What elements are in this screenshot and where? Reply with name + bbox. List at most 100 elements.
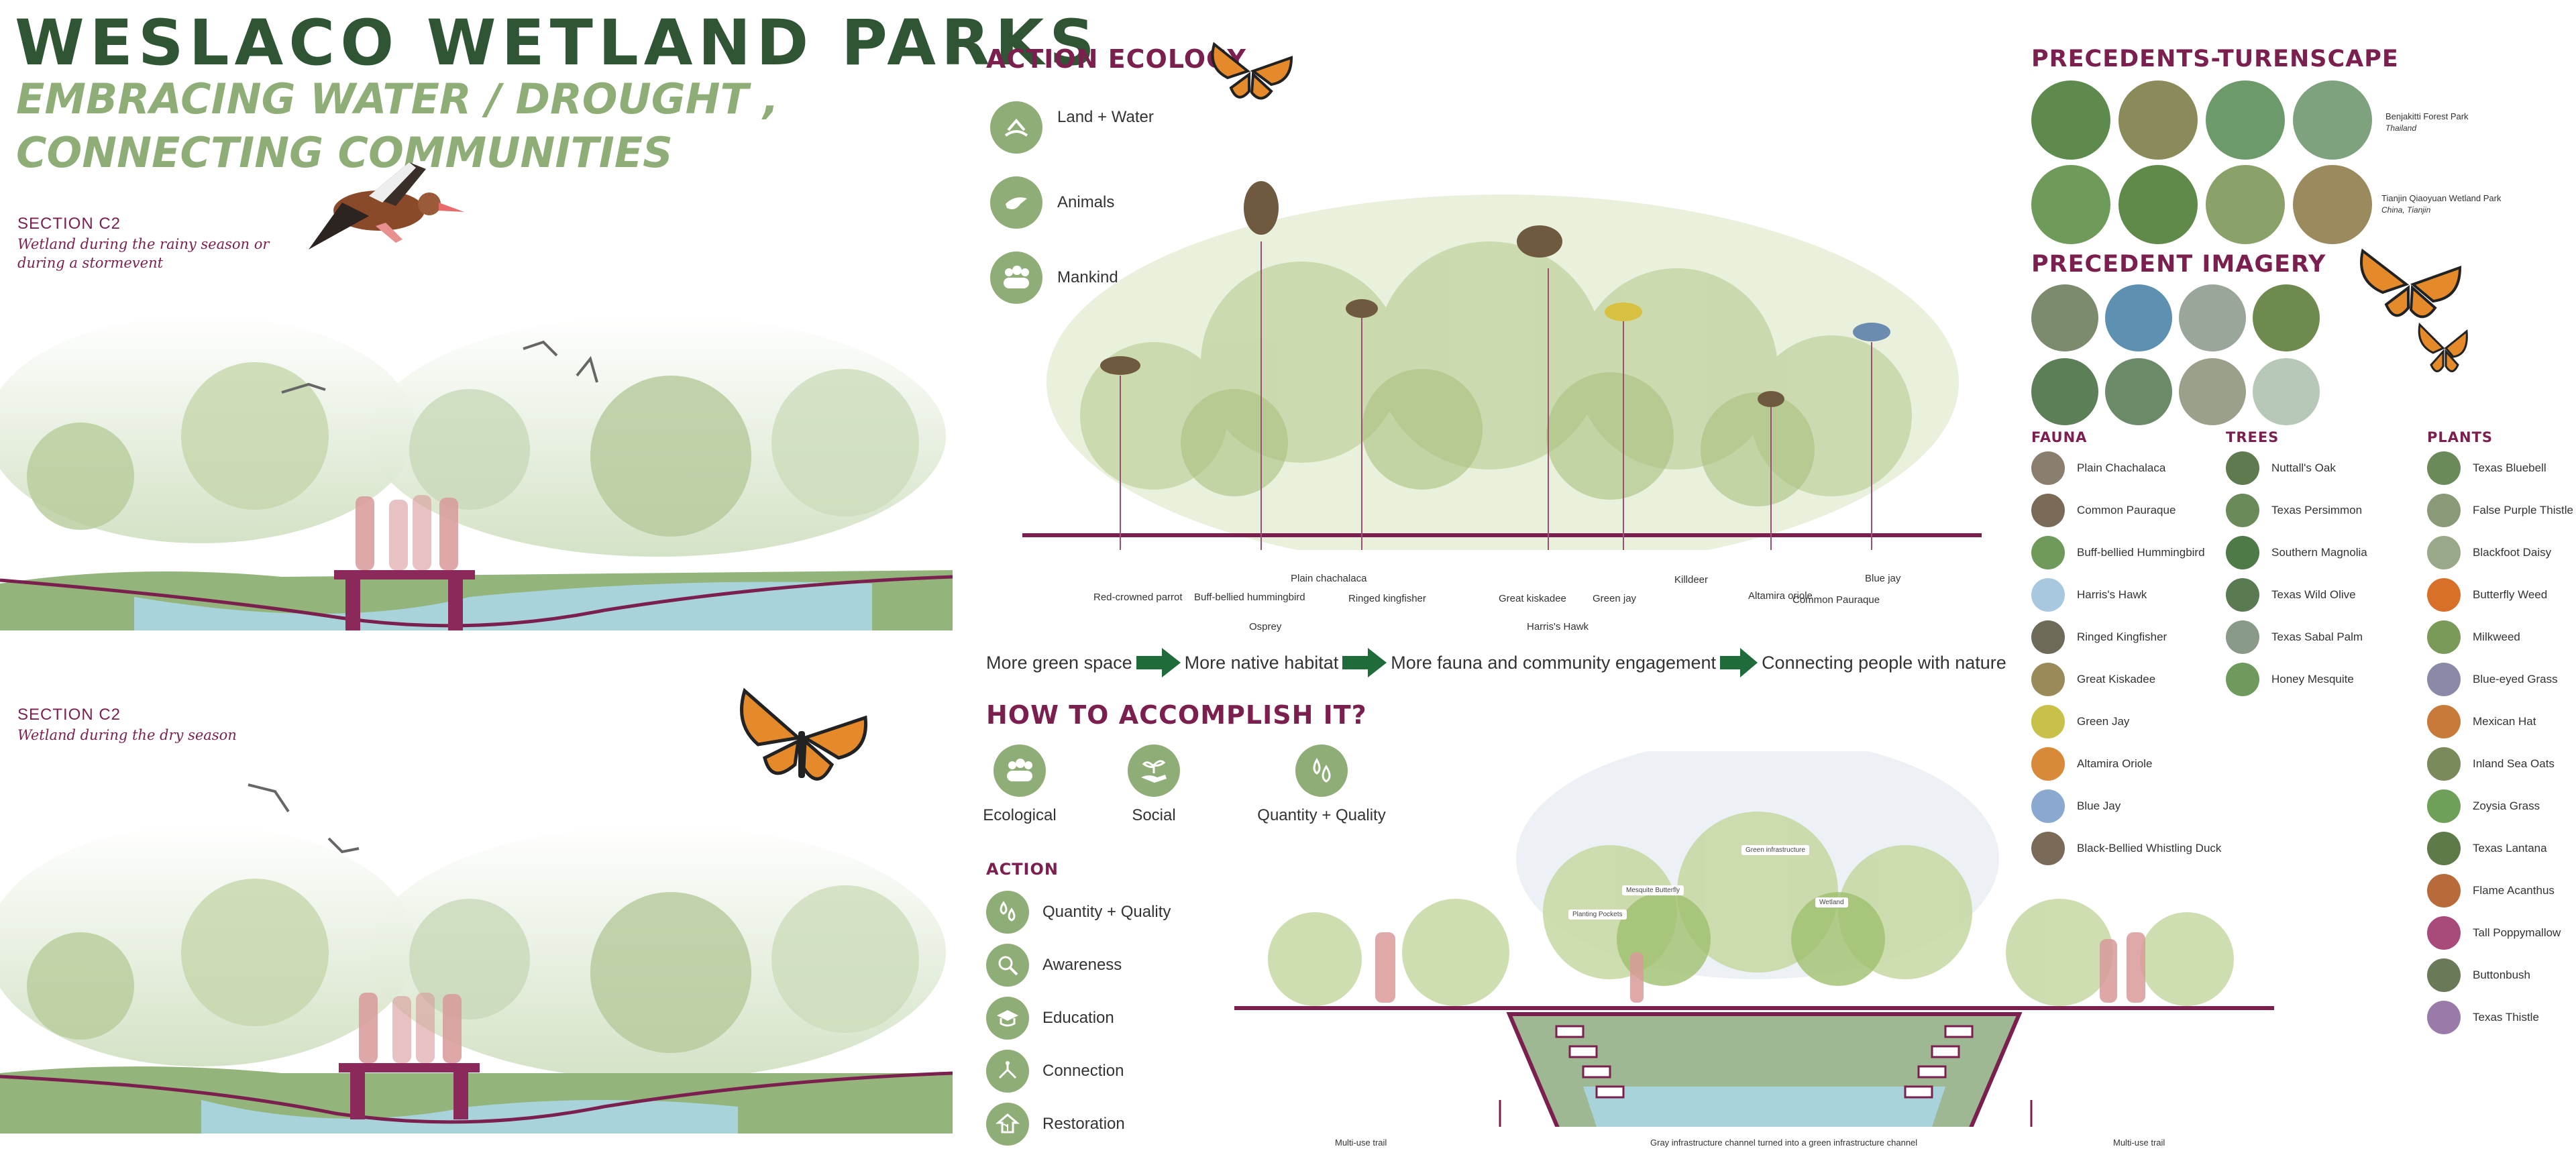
species-thumbnail [2427, 577, 2461, 612]
trees-list: Nuttall's Oak Texas Persimmon Southern M… [2226, 447, 2367, 700]
how-item-label: Quantity + Quality [1257, 806, 1386, 824]
precedent-photo [2031, 80, 2110, 160]
action-ecology-item-label: Mankind [1057, 268, 1118, 286]
section-dry-illustration [0, 783, 953, 1134]
fauna-item: Black-Bellied Whistling Duck [2077, 841, 2222, 854]
plant-item: Texas Thistle [2473, 1010, 2539, 1024]
goal-flow: More green space More native habitat Mor… [986, 648, 2006, 677]
species-thumbnail [2427, 916, 2461, 950]
connection-icon [986, 1049, 1029, 1093]
fauna-item: Blue Jay [2077, 799, 2121, 812]
species-thumbnail [2226, 577, 2259, 612]
flow-step: More green space [986, 652, 1132, 673]
bird-label: Killdeer [1674, 574, 1709, 586]
people-icon [994, 744, 1046, 797]
species-thumbnail [2427, 493, 2461, 527]
section-rainy-illustration [0, 315, 953, 630]
precedent-photo [2293, 165, 2372, 244]
bird-label: Blue jay [1865, 573, 1901, 584]
plant-item: Blue-eyed Grass [2473, 672, 2558, 685]
how-item-label: Social [1132, 806, 1176, 824]
bird-label: Great kiskadee [1499, 593, 1566, 604]
section-desc-dry: Wetland during the dry season [17, 727, 237, 743]
species-thumbnail [2226, 535, 2259, 569]
people-icon [990, 252, 1042, 304]
plant-item: Flame Acanthus [2473, 883, 2555, 897]
precedent-2-name: Tianjin Qiaoyuan Wetland Park [2381, 193, 2502, 203]
species-thumbnail [2031, 451, 2065, 485]
species-thumbnail [2031, 704, 2065, 738]
tree-item: Honey Mesquite [2271, 672, 2354, 685]
species-thumbnail [2427, 747, 2461, 781]
precedent-imagery-title: PRECEDENT IMAGERY [2031, 251, 2326, 278]
species-thumbnail [2427, 704, 2461, 738]
action-ecology-title: ACTION ECOLOGY [986, 44, 1246, 74]
fauna-item: Common Pauraque [2077, 503, 2176, 516]
arrow-right-icon [1720, 648, 1758, 677]
plant-item: Milkweed [2473, 630, 2520, 643]
species-thumbnail [2427, 1000, 2461, 1034]
action-item-label: Restoration [1042, 1114, 1125, 1133]
species-thumbnail [2226, 451, 2259, 485]
how-icons: Ecological Social Quantity + Quality [973, 744, 1402, 825]
graduation-cap-icon [986, 996, 1029, 1040]
fauna-item: Ringed Kingfisher [2077, 630, 2167, 643]
arrow-right-icon [1136, 648, 1181, 677]
fauna-item: Altamira Oriole [2077, 757, 2153, 770]
flow-step: More fauna and community engagement [1391, 652, 1717, 673]
monarch-butterfly-small [2360, 248, 2462, 319]
channel-tag: Green infrastructure [1741, 845, 1809, 855]
imagery-photo [2031, 358, 2098, 425]
species-thumbnail [2427, 831, 2461, 865]
bird-label: Red-crowned parrot [1093, 592, 1183, 603]
fauna-list: Plain Chachalaca Common Pauraque Buff-be… [2031, 447, 2221, 869]
tree-item: Nuttall's Oak [2271, 461, 2336, 474]
restoration-icon [986, 1102, 1029, 1146]
page-title: WESLACO WETLAND PARKS [15, 7, 1100, 80]
species-thumbnail [2031, 620, 2065, 654]
plant-item: Tall Poppymallow [2473, 926, 2561, 939]
action-title: ACTION [986, 860, 1059, 879]
fauna-title: FAUNA [2031, 429, 2088, 445]
action-ecology-item-label: Animals [1057, 193, 1115, 211]
species-thumbnail [2427, 789, 2461, 823]
bird-label: Osprey [1249, 621, 1282, 632]
species-thumbnail [2427, 535, 2461, 569]
action-ecology-list: Land + Water Animals Mankind [990, 90, 1154, 315]
fauna-item: Buff-bellied Hummingbird [2077, 545, 2205, 559]
how-title: HOW TO ACCOMPLISH IT? [986, 700, 1367, 730]
water-drops-icon [986, 890, 1029, 934]
species-thumbnail [2031, 577, 2065, 612]
magnifier-icon [986, 943, 1029, 987]
action-list: Quantity + Quality Awareness Education C… [986, 885, 1171, 1150]
fauna-item: Great Kiskadee [2077, 672, 2156, 685]
plant-item: Mexican Hat [2473, 714, 2536, 728]
precedent-photo [2118, 80, 2198, 160]
channel-tag: Planting Pockets [1568, 909, 1627, 920]
species-thumbnail [2031, 535, 2065, 569]
habitat-section-illustration [1022, 181, 1982, 550]
bird-label: Altamira oriole [1748, 590, 1813, 602]
plant-item: Blackfoot Daisy [2473, 545, 2552, 559]
precedent-photo [2031, 165, 2110, 244]
tree-item: Southern Magnolia [2271, 545, 2367, 559]
section-heading-rainy: SECTION C2 [17, 215, 121, 233]
species-thumbnail [2031, 493, 2065, 527]
plant-item: Texas Lantana [2473, 841, 2547, 854]
action-item-label: Connection [1042, 1061, 1124, 1080]
bird-label: Buff-bellied hummingbird [1194, 592, 1305, 603]
monarch-butterfly-small [2418, 322, 2468, 372]
bird-label: Harris's Hawk [1527, 621, 1589, 632]
trail-label-left: Multi-use trail [1335, 1138, 1387, 1148]
fauna-item: Plain Chachalaca [2077, 461, 2166, 474]
trees-title: TREES [2226, 429, 2279, 445]
species-thumbnail [2427, 873, 2461, 907]
precedent-photo [2206, 80, 2285, 160]
imagery-photo [2253, 358, 2320, 425]
plant-item: Butterfly Weed [2473, 588, 2548, 601]
precedent-1-location: Thailand [2385, 123, 2417, 133]
action-item-label: Quantity + Quality [1042, 902, 1171, 921]
arrow-right-icon [1342, 648, 1387, 677]
species-thumbnail [2226, 493, 2259, 527]
imagery-photo [2179, 358, 2246, 425]
